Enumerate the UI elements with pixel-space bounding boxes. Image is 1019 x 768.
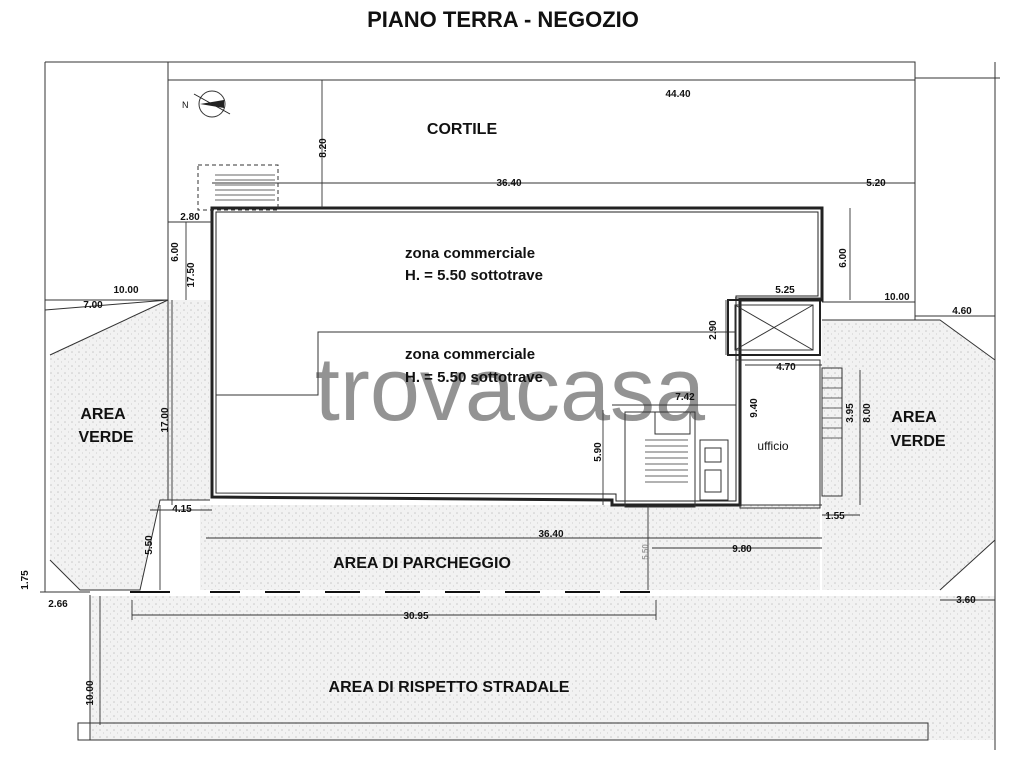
stair-top-left [197,164,279,211]
dim-5-20: 5.20 [866,178,886,189]
road-buffer-label: AREA DI RISPETTO STRADALE [329,679,570,696]
zone2-label-line2: H. = 5.50 sottotrave [405,369,543,386]
zone1-label-line2: H. = 5.50 sottotrave [405,267,543,284]
site-boundary [44,61,1000,750]
zone2-label-line1: zona commerciale [405,346,535,363]
dim-5-25: 5.25 [775,285,795,296]
road-area-hatch [90,596,995,740]
dim-4-70: 4.70 [776,362,796,373]
dim-30-95: 30.95 [403,611,428,622]
page-title: PIANO TERRA - NEGOZIO [367,7,639,32]
dim-1-75: 1.75 [20,570,31,590]
green-area-left-line1: AREA [80,406,126,423]
courtyard-label: CORTILE [427,121,498,138]
dim-3-60: 3.60 [956,595,976,606]
dim-7-00: 7.00 [83,300,103,311]
green-area-right-hatch [822,320,995,590]
dimension-values: 44.40 8.20 36.40 5.20 2.80 6.00 17.50 10… [20,89,976,706]
dim-5-50-left: 5.50 [144,535,155,555]
dim-2-66: 2.66 [48,599,68,610]
dim-36-40-top: 36.40 [496,178,521,189]
watermark: trovacasa [315,340,706,440]
green-area-right-line2: VERDE [890,433,945,450]
dim-17-00: 17.00 [160,407,171,432]
dim-44-40: 44.40 [665,89,690,100]
internal-stair [624,411,729,508]
dim-6-00-right: 6.00 [838,248,849,268]
dim-5-50-mid: 5.50 [641,544,650,560]
zone1-label-line1: zona commerciale [405,245,535,262]
dim-3-95: 3.95 [845,403,856,423]
green-area-right-line1: AREA [891,409,937,426]
dim-10-00-left: 10.00 [113,285,138,296]
dim-36-40-bottom: 36.40 [538,529,563,540]
external-stair-right [821,367,843,497]
dim-10-00-right: 10.00 [884,292,909,303]
dim-5-90: 5.90 [593,442,604,462]
dim-9-80: 9.80 [732,544,752,555]
dim-8-00: 8.00 [862,403,873,423]
dim-2-90: 2.90 [708,320,719,340]
north-arrow-compass-icon: N [182,90,231,118]
green-area-left-line2: VERDE [78,429,133,446]
dimension-lines [40,79,995,725]
dim-9-40: 9.40 [749,398,760,418]
dim-17-50: 17.50 [186,262,197,287]
dim-7-42: 7.42 [675,392,695,403]
dim-4-60: 4.60 [952,306,972,317]
parking-label: AREA DI PARCHEGGIO [333,555,511,572]
parking-strip-hatch [200,505,820,590]
office-label: ufficio [757,439,788,453]
dim-6-00-left: 6.00 [170,242,181,262]
elevator-shaft [727,299,821,356]
dim-10-00-bottom: 10.00 [85,680,96,705]
dim-4-15: 4.15 [172,504,192,515]
dim-2-80: 2.80 [180,212,200,223]
dim-8-20: 8.20 [318,138,329,158]
green-area-left-hatch [50,300,210,590]
dim-1-55: 1.55 [825,511,845,522]
svg-text:N: N [182,100,189,110]
